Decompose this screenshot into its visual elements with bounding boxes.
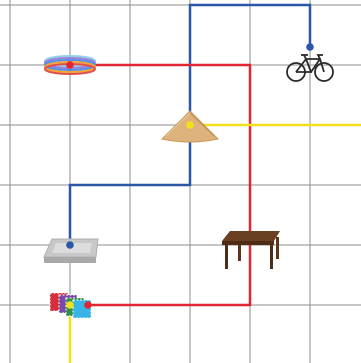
stamps-route-dot — [84, 301, 92, 309]
tray-route-dot — [66, 241, 74, 249]
stamps-yellow-dot — [66, 301, 74, 309]
hat-route-dot — [186, 121, 194, 129]
rings-route-dot — [66, 61, 74, 69]
bicycle-route-dot — [306, 43, 314, 51]
